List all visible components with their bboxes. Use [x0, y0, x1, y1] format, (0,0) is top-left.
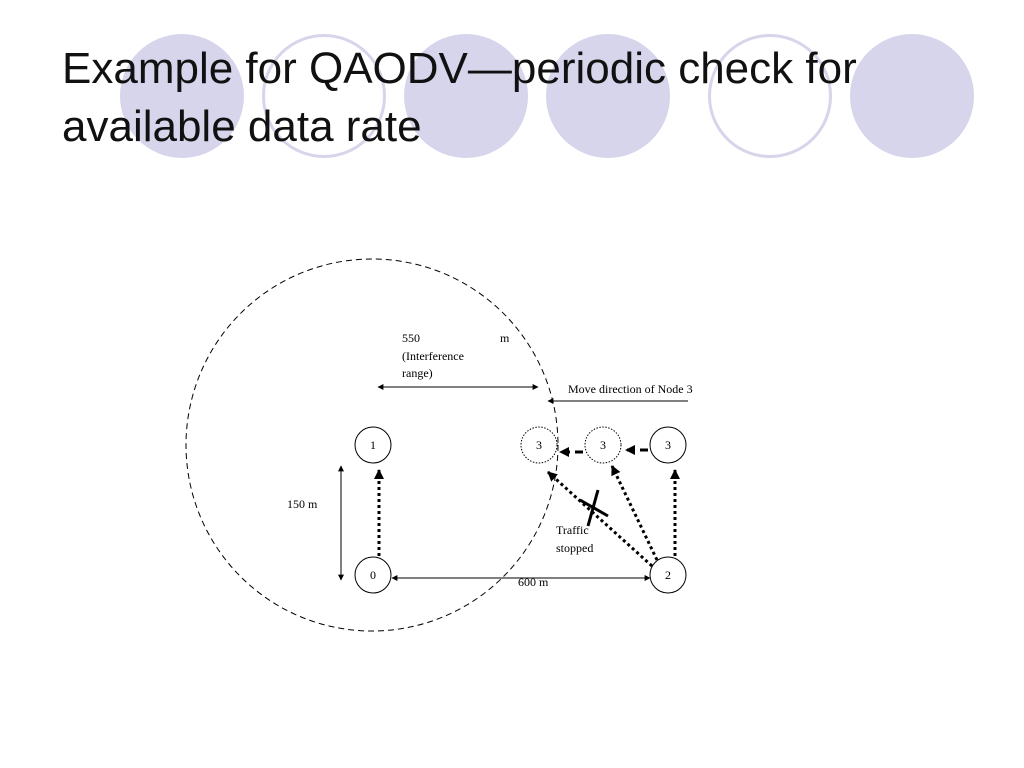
horizontal-distance-label: 600 m — [518, 575, 549, 589]
node-0: 0 — [354, 556, 392, 594]
range-caption-1: (Interference — [402, 349, 464, 363]
node-1: 1 — [354, 426, 392, 464]
interference-range-circle — [185, 258, 559, 632]
node-3-original-label: 3 — [665, 438, 671, 452]
decor-ring — [262, 34, 386, 158]
traffic-stopped-label-1: Traffic — [556, 523, 589, 537]
link-2-to-3-mid — [610, 465, 659, 561]
node-1-label: 1 — [370, 438, 376, 452]
range-value: 550 — [402, 331, 420, 345]
decor-ring — [708, 34, 832, 158]
range-caption-2: range) — [402, 366, 433, 380]
decor-circle — [546, 34, 670, 158]
node-0-label: 0 — [370, 568, 376, 582]
slide-title: Example for QAODV—periodic check for ava… — [62, 40, 982, 156]
slide-title-line-1: Example for QAODV—periodic check for — [62, 44, 857, 93]
node-2: 2 — [649, 556, 687, 594]
vertical-distance-label: 150 m — [287, 497, 318, 511]
decor-circle — [850, 34, 974, 158]
node-3-original-position: 3 — [649, 426, 687, 464]
node-3-new-position: 3 — [520, 426, 558, 464]
node-3-mid-label: 3 — [600, 438, 606, 452]
decor-circle — [404, 34, 528, 158]
link-2-to-3-new — [546, 470, 654, 568]
traffic-stopped-label-2: stopped — [556, 541, 593, 555]
decor-circle — [120, 34, 244, 158]
traffic-stopped-cross — [579, 489, 609, 527]
move-direction-label: Move direction of Node 3 — [568, 382, 693, 396]
range-unit: m — [500, 331, 510, 345]
node-3-new-label: 3 — [536, 438, 542, 452]
node-2-label: 2 — [665, 568, 671, 582]
node-3-mid-position: 3 — [584, 426, 622, 464]
slide-title-line-2: available data rate — [62, 102, 422, 151]
